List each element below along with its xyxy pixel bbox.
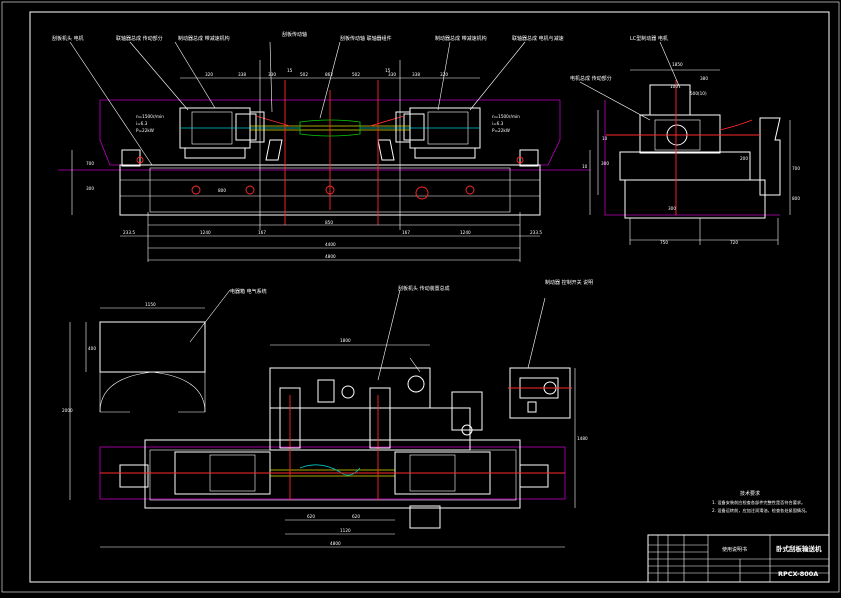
dim-top-4: 862 xyxy=(325,72,333,77)
callout-2: 联轴器总成 传动部分 xyxy=(116,35,163,42)
notes-heading: 技术要求 xyxy=(740,490,760,497)
side-num-0: 700 xyxy=(86,161,94,166)
side-view xyxy=(579,41,791,245)
dim-bot-5: 1240 xyxy=(460,230,471,235)
plan-callout: 刮板机头 传动装置总成 xyxy=(398,285,450,292)
dim-top-2: 330 xyxy=(268,72,276,77)
callout-8: LC型制动器 电机 xyxy=(630,35,668,42)
title-block-labels: 使用说明书 卧式刮板输送机 RPCX-800A xyxy=(722,544,822,578)
dim-top-1: 338 xyxy=(238,72,246,77)
side-dim-b1: 720 xyxy=(730,240,738,245)
side-view-labels: 电机总成 传动部分 1850 380 100 500(10) 750 720 3… xyxy=(570,62,800,245)
dim-bot-0: 233.5 xyxy=(123,230,135,235)
plan-view xyxy=(99,289,576,548)
front-view xyxy=(58,41,591,262)
plan-dim-3: 1800 xyxy=(340,338,351,343)
side-num-s0: 300 xyxy=(601,161,609,166)
callout-1: 刮板机头 电机 xyxy=(52,35,84,42)
center-mark-1: 15 xyxy=(385,68,391,73)
plan-view-labels: 刮板机头 传动装置总成 1800 1480 620 620 1120 4800 xyxy=(307,285,588,546)
side-dim-3: 500(10) xyxy=(690,91,707,96)
callout-7: 联轴器总成 电机与减速 xyxy=(512,35,564,42)
electric-cabinet xyxy=(69,289,231,500)
callout-4: 刮板传动轴 xyxy=(282,31,307,38)
side-dim-b2: 300 xyxy=(668,206,676,211)
overall-2: 4800 xyxy=(325,254,336,259)
plan-dim-0: 1150 xyxy=(145,302,156,307)
plan-dim-2: 400 xyxy=(88,346,96,351)
technical-notes: 技术要求 1. 设备安装前应检查各部件完整性是否符合要求。 2. 设备运转前，应… xyxy=(712,490,809,514)
spec-left-0: n=1500r/min xyxy=(136,114,164,119)
spec-left-1: i=6.3 xyxy=(136,121,148,126)
plan-dim-4: 1480 xyxy=(577,436,588,441)
plan-dim-7: 1120 xyxy=(340,528,351,533)
overall-1: 4400 xyxy=(325,242,336,247)
plan-dim-1: 2000 xyxy=(62,408,73,413)
center-mark-0: 15 xyxy=(287,68,293,73)
callout-6: 制动器总成 带减速机构 xyxy=(435,35,487,42)
title-label-left: 使用说明书 xyxy=(722,546,747,553)
detail-view xyxy=(508,297,572,419)
side-callout-0: 电机总成 传动部分 xyxy=(570,75,612,82)
spec-left-2: P=22kW xyxy=(136,128,154,133)
side-num-s4: 700 xyxy=(792,166,800,171)
spec-right-2: P=22kW xyxy=(492,128,510,133)
dim-top-3: 502 xyxy=(300,72,308,77)
notes-line-1: 1. 设备安装前应检查各部件完整性是否符合要求。 xyxy=(712,499,805,506)
spec-right-1: i=6.3 xyxy=(492,121,504,126)
side-num-s1: 200 xyxy=(740,156,748,161)
plan-dim-8: 4800 xyxy=(330,541,341,546)
dim-bot-2: 167 xyxy=(258,230,266,235)
plan-dim-5: 620 xyxy=(307,514,315,519)
drawing-name: 卧式刮板输送机 xyxy=(776,544,822,553)
side-num-s3: 10 xyxy=(602,136,608,141)
notes-line-2: 2. 设备运转前，应加注润滑油，检查各处紧固情况。 xyxy=(712,507,809,514)
dim-top-5: 502 xyxy=(352,72,360,77)
inner-border xyxy=(29,11,830,583)
plan-dim-6: 620 xyxy=(352,514,360,519)
side-num-1: 300 xyxy=(86,186,94,191)
dim-bot-3: 850 xyxy=(325,220,333,225)
drawing-number: RPCX-800A xyxy=(778,570,818,578)
detail-callout: 制动器 控制开关 说明 xyxy=(545,279,593,286)
dim-top-0: 320 xyxy=(205,72,213,77)
side-dim-0: 1850 xyxy=(672,62,683,67)
spec-right-0: n=1500r/min xyxy=(492,114,520,119)
dim-top-6: 330 xyxy=(388,72,396,77)
side-dim-b0: 750 xyxy=(660,240,668,245)
side-dim-1: 380 xyxy=(700,76,708,81)
dim-bot-1: 1240 xyxy=(200,230,211,235)
title-block xyxy=(647,534,830,583)
detail-labels: 制动器 控制开关 说明 xyxy=(545,279,593,286)
dim-top-7: 338 xyxy=(412,72,420,77)
dim-top-8: 320 xyxy=(440,72,448,77)
electric-cabinet-labels: 电器箱 电气系统 1150 2000 400 xyxy=(62,288,267,413)
cabinet-callout: 电器箱 电气系统 xyxy=(230,288,267,295)
callout-5: 刮板传动轴 联轴器组件 xyxy=(340,35,392,42)
dim-bot-6: 233.5 xyxy=(530,230,542,235)
side-num-3: 10 xyxy=(582,164,588,169)
side-num-s2: 800 xyxy=(792,196,800,201)
callout-3: 制动器总成 带减速机构 xyxy=(178,35,230,42)
dim-bot-4: 167 xyxy=(402,230,410,235)
front-view-labels: 刮板机头 电机 联轴器总成 传动部分 制动器总成 带减速机构 刮板传动轴 刮板传… xyxy=(52,31,668,259)
side-num-2: 800 xyxy=(218,188,226,193)
side-dim-2: 100 xyxy=(670,84,678,89)
